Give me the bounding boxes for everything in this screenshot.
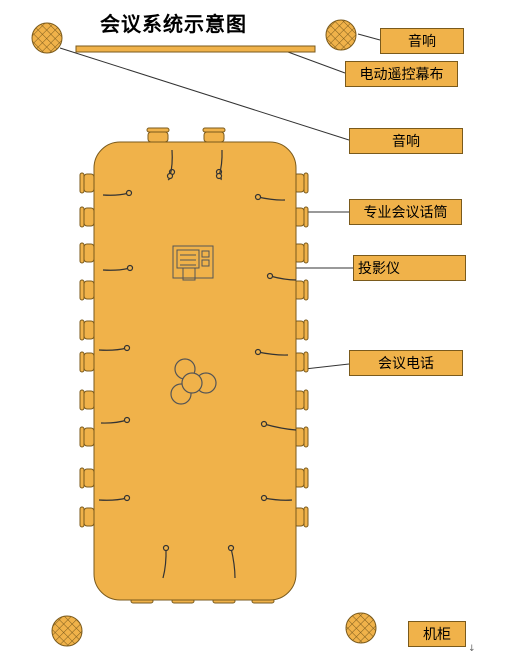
speaker-icon [325, 19, 357, 51]
chair [79, 319, 95, 341]
chair [79, 389, 95, 411]
label-conference-phone: 会议电话 [349, 350, 463, 376]
chair [202, 127, 226, 143]
microphone-icon [98, 344, 131, 352]
page-title: 会议系统示意图 [100, 12, 247, 36]
label-projector: 投影仪 [353, 255, 466, 281]
chair [79, 426, 95, 448]
microphone-icon [254, 348, 289, 356]
microphone-icon [162, 544, 170, 579]
cabinet-marker-arrow: ↓ [468, 644, 476, 654]
microphone-icon [215, 149, 223, 180]
label-projection-screen: 电动遥控幕布 [345, 61, 458, 87]
chair [79, 172, 95, 194]
microphone-icon [102, 264, 134, 272]
chair [79, 506, 95, 528]
speaker-icon [31, 22, 63, 54]
microphone-icon [260, 420, 297, 431]
chair [79, 242, 95, 264]
microphones [98, 149, 297, 579]
microphone-icon [254, 193, 286, 201]
chair [79, 467, 95, 489]
label-speaker-left: 音响 [349, 128, 463, 154]
leader-speaker-top [357, 33, 381, 41]
chair [79, 351, 95, 373]
speaker-icon [51, 615, 83, 647]
leader-screen [287, 51, 346, 74]
chair [146, 127, 170, 143]
leader-speaker-left [59, 47, 350, 141]
microphone-icon [102, 189, 133, 197]
projection-screen [75, 45, 316, 53]
microphone-icon [266, 272, 297, 281]
conference-phone-icon [170, 358, 217, 405]
label-cabinet: 机柜 [408, 621, 466, 647]
microphone-icon [260, 494, 293, 502]
speaker-icon [345, 612, 377, 644]
label-speaker-top: 音响 [380, 28, 464, 54]
microphone-icon [166, 149, 174, 180]
projector-icon [172, 245, 214, 281]
microphone-icon [100, 416, 131, 424]
microphone-icon [98, 494, 131, 502]
chair [79, 206, 95, 228]
microphone-icon [227, 544, 236, 579]
chair [79, 279, 95, 301]
label-microphone: 专业会议话筒 [349, 199, 462, 225]
